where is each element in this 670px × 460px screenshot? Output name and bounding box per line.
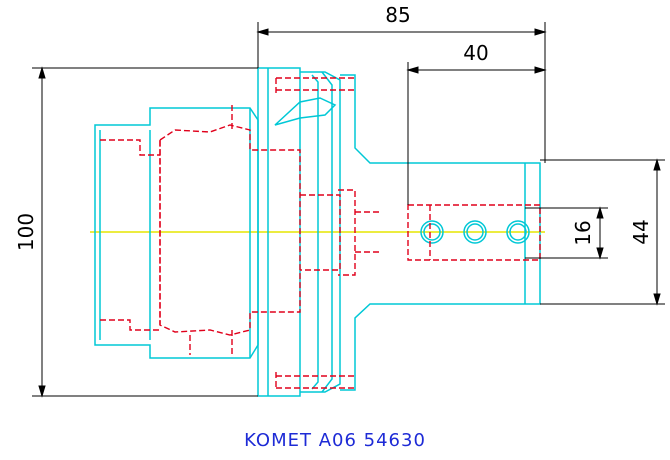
dim-bore-depth: 40 [463, 41, 488, 65]
dim-flange-diameter: 100 [14, 213, 38, 251]
tool-outline [94, 67, 541, 397]
hidden-lines [100, 77, 541, 389]
drawing-caption: KOMET A06 54630 [244, 430, 426, 451]
dim-overall-length: 85 [385, 3, 410, 27]
dim-hole-pitch: 16 [571, 220, 595, 245]
dim-shank-diameter: 44 [629, 219, 653, 244]
dimension-lines [32, 22, 665, 398]
